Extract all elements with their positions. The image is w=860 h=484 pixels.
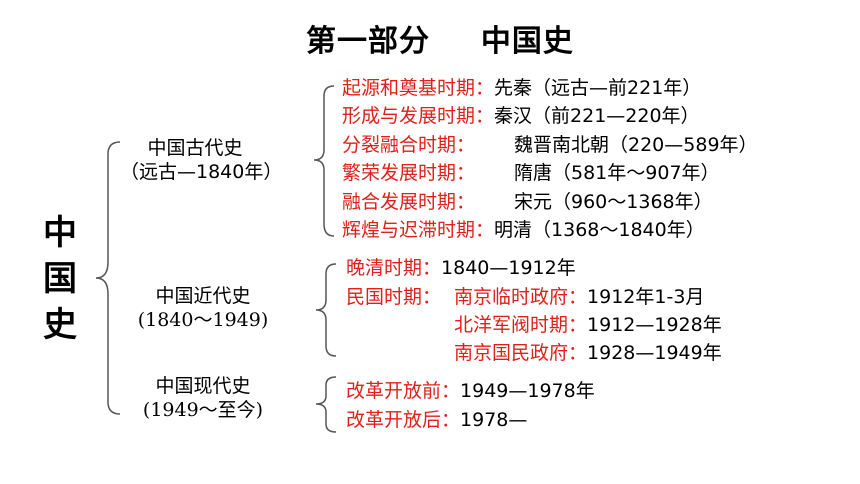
gov-value: 1912年1-3月 bbox=[587, 286, 705, 308]
root-node: 中 国 史 bbox=[40, 210, 80, 348]
page-title: 第一部分 中国史 bbox=[306, 16, 574, 60]
period-label: 融合发展时期： bbox=[342, 191, 476, 213]
gov-row: 北洋军阀时期：1912—1928年 bbox=[454, 311, 722, 339]
period-value: 先秦（远古—前221年） bbox=[494, 77, 702, 99]
ancient-bracket bbox=[313, 85, 335, 237]
modern-bracket bbox=[315, 263, 337, 357]
contemporary-bracket bbox=[315, 376, 337, 433]
period-value: 隋唐（581年～907年） bbox=[514, 162, 720, 184]
period-value: 明清（1368～1840年） bbox=[494, 219, 705, 241]
gov-label: 南京临时政府： bbox=[454, 286, 588, 308]
era-range: （远古—1840年） bbox=[120, 161, 283, 183]
period-value: 秦汉（前221—220年） bbox=[494, 105, 700, 127]
era-range: (1840～1949) bbox=[137, 309, 269, 331]
period-row: 晚清时期：1840—1912年 bbox=[346, 254, 576, 282]
period-label: 晚清时期： bbox=[346, 257, 442, 279]
period-value: 1840—1912年 bbox=[441, 257, 576, 279]
era-name: 中国现代史 bbox=[155, 375, 251, 397]
period-value: 1949—1978年 bbox=[460, 380, 595, 402]
period-row: 形成与发展时期：秦汉（前221—220年） bbox=[342, 102, 700, 130]
era-modern: 中国近代史 (1840～1949) bbox=[128, 284, 278, 332]
gov-label: 北洋军阀时期： bbox=[454, 314, 588, 336]
period-row: 民国时期： 南京临时政府：1912年1-3月 bbox=[346, 283, 704, 311]
gov-row: 南京国民政府：1928—1949年 bbox=[454, 339, 722, 367]
period-label: 改革开放后： bbox=[346, 409, 461, 431]
period-label: 起源和奠基时期： bbox=[342, 77, 495, 99]
era-name: 中国近代史 bbox=[155, 285, 251, 307]
period-label: 辉煌与迟滞时期： bbox=[342, 219, 495, 241]
period-label: 形成与发展时期： bbox=[342, 105, 495, 127]
period-row: 改革开放前：1949—1978年 bbox=[346, 377, 595, 405]
title-subject: 中国史 bbox=[480, 24, 574, 59]
era-ancient: 中国古代史 （远古—1840年） bbox=[120, 136, 283, 184]
gov-label: 南京国民政府： bbox=[454, 342, 588, 364]
gov-value: 1928—1949年 bbox=[587, 342, 722, 364]
period-row: 融合发展时期： 宋元（960～1368年） bbox=[342, 188, 713, 216]
period-label: 分裂融合时期： bbox=[342, 134, 476, 156]
gov-value: 1912—1928年 bbox=[587, 314, 722, 336]
root-char: 国 bbox=[43, 259, 77, 299]
period-value: 魏晋南北朝（220—589年） bbox=[514, 134, 758, 156]
period-value: 1978— bbox=[460, 409, 528, 431]
main-bracket bbox=[95, 141, 121, 415]
period-label: 改革开放前： bbox=[346, 380, 461, 402]
period-row: 繁荣发展时期： 隋唐（581年～907年） bbox=[342, 159, 720, 187]
period-label: 繁荣发展时期： bbox=[342, 162, 476, 184]
root-char: 史 bbox=[43, 305, 77, 345]
title-part: 第一部分 bbox=[306, 24, 430, 59]
period-row: 起源和奠基时期：先秦（远古—前221年） bbox=[342, 74, 701, 102]
era-contemporary: 中国现代史 (1949～至今) bbox=[128, 374, 278, 422]
period-label: 民国时期： bbox=[346, 286, 442, 308]
period-value: 宋元（960～1368年） bbox=[514, 191, 713, 213]
period-row: 辉煌与迟滞时期：明清（1368～1840年） bbox=[342, 216, 705, 244]
period-row: 改革开放后：1978— bbox=[346, 406, 527, 434]
era-range: (1949～至今) bbox=[142, 399, 264, 421]
period-row: 分裂融合时期： 魏晋南北朝（220—589年） bbox=[342, 131, 758, 159]
root-char: 中 bbox=[43, 213, 77, 253]
era-name: 中国古代史 bbox=[147, 137, 243, 159]
